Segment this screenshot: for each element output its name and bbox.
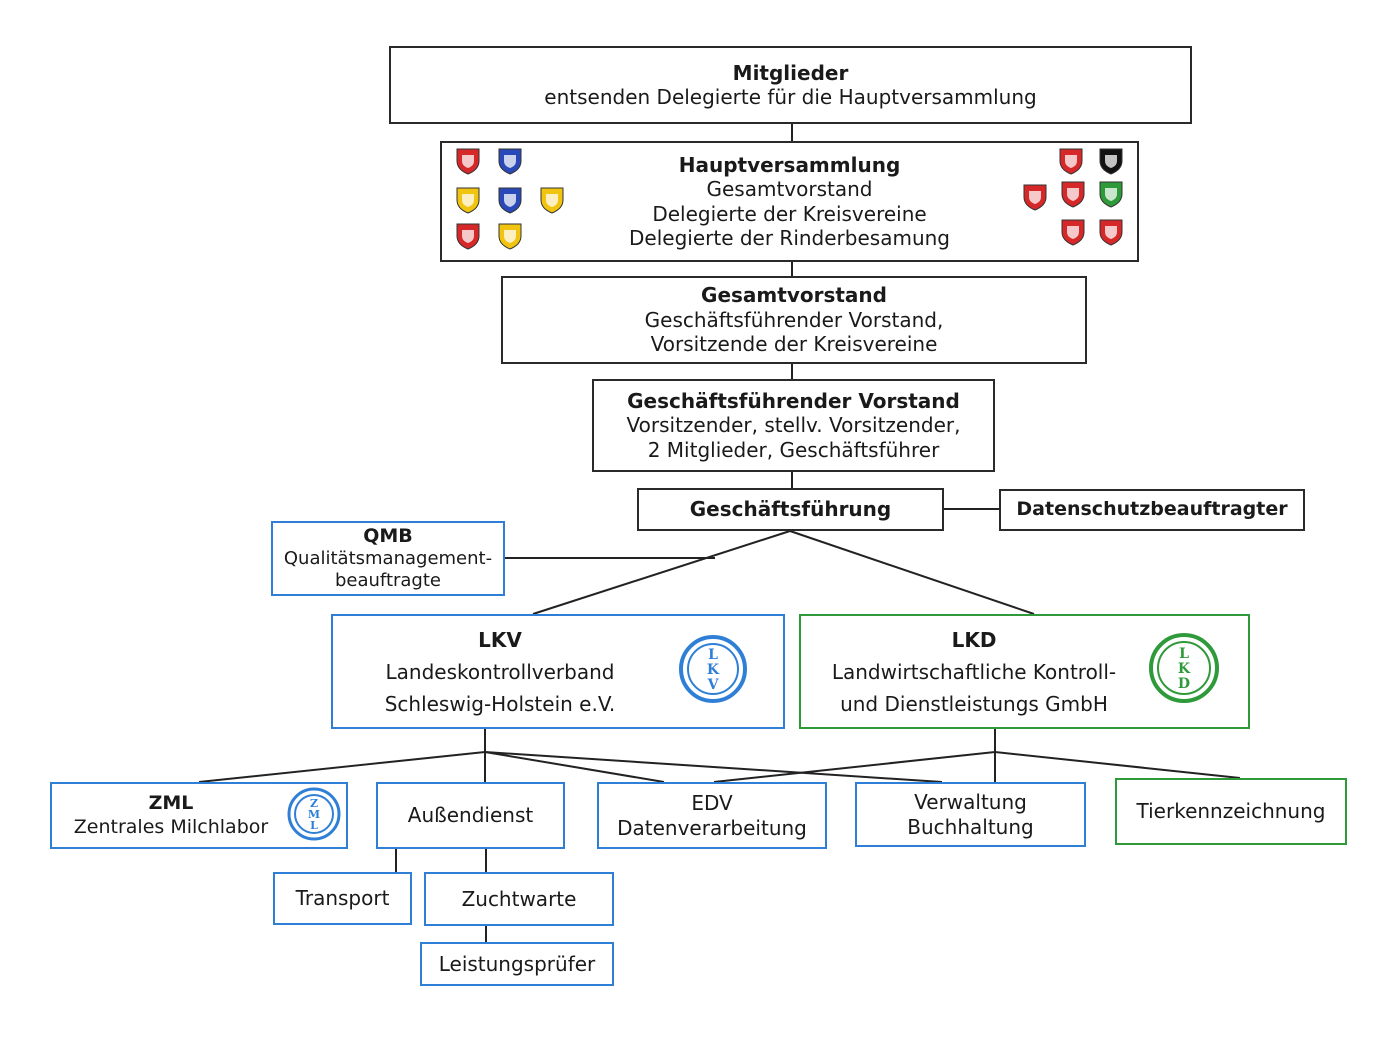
coat-of-arms-icon [1060, 218, 1086, 246]
mitglieder-box: Mitglieder entsenden Delegierte für die … [389, 46, 1192, 124]
coat-of-arms-icon [539, 186, 565, 214]
lkv-box: LKV Landeskontrollverband Schleswig-Hols… [331, 614, 785, 729]
zml-line: Zentrales Milchlabor [73, 815, 269, 838]
hauptversammlung-line: Delegierte der Rinderbesamung [629, 225, 950, 250]
lkd-line: und Dienstleistungs GmbH [840, 691, 1108, 716]
lkd-title: LKD [951, 627, 997, 652]
mitglieder-subtitle: entsenden Delegierte für die Hauptversam… [544, 85, 1037, 109]
lkd-logo-letter: D [1178, 676, 1190, 692]
gf-vorstand-box: Geschäftsführender Vorstand Vorsitzender… [592, 379, 995, 472]
lkv-line: Schleswig-Holstein e.V. [384, 691, 616, 716]
connector-line [484, 751, 665, 783]
qmb-line: beauftragte [334, 570, 441, 592]
qmb-title: QMB [363, 524, 413, 547]
verwaltung-title: Verwaltung [914, 790, 1027, 815]
datenschutz-title: Datenschutzbeauftragter [1016, 498, 1288, 521]
aussendienst-title: Außendienst [407, 803, 534, 828]
connector-line [198, 751, 486, 783]
zml-title: ZML [148, 792, 194, 815]
coat-of-arms-icon [455, 186, 481, 214]
coat-of-arms-icon [1060, 180, 1086, 208]
coat-of-arms-icon [1058, 147, 1084, 175]
coat-of-arms-icon [1098, 147, 1124, 175]
connector-line [713, 751, 996, 783]
gesamtvorstand-box: Gesamtvorstand Geschäftsführender Vorsta… [501, 276, 1087, 364]
tierkennzeichnung-title: Tierkennzeichnung [1136, 799, 1326, 824]
hauptversammlung-line: Gesamtvorstand [706, 177, 873, 202]
edv-line: Datenverarbeitung [617, 815, 807, 840]
hauptversammlung-line: Delegierte der Kreisvereine [652, 201, 927, 226]
hauptversammlung-title: Hauptversammlung [678, 152, 901, 177]
zml-logo: Z M L [287, 787, 341, 841]
qmb-line: Qualitätsmanagement- [283, 548, 493, 570]
connector-line [532, 530, 791, 615]
gesamtvorstand-line: Vorsitzende der Kreisvereine [650, 332, 938, 357]
gf-vorstand-line: 2 Mitglieder, Geschäftsführer [647, 437, 940, 462]
lkd-logo-letter: L [1179, 646, 1189, 662]
tierkennzeichnung-box: Tierkennzeichnung [1115, 778, 1347, 845]
zml-logo-letter: Z [310, 797, 318, 810]
lkv-logo: L K V [679, 635, 747, 703]
datenschutz-box: Datenschutzbeauftragter [999, 489, 1305, 531]
coat-of-arms-icon [1098, 180, 1124, 208]
leistungspruefer-box: Leistungsprüfer [420, 942, 614, 986]
edv-title: EDV [691, 791, 733, 816]
coat-of-arms-icon [455, 222, 481, 250]
lkv-title: LKV [478, 627, 522, 652]
coat-of-arms-icon [497, 222, 523, 250]
verwaltung-line: Buchhaltung [907, 814, 1034, 839]
gesamtvorstand-line: Geschäftsführender Vorstand, [644, 307, 944, 332]
transport-box: Transport [273, 872, 412, 925]
connector-line [994, 751, 1241, 779]
coat-of-arms-icon [1098, 218, 1124, 246]
gf-vorstand-title: Geschäftsführender Vorstand [627, 388, 960, 413]
lkv-logo-letter: L [708, 647, 718, 663]
lkd-logo: L K D [1149, 633, 1219, 703]
mitglieder-title: Mitglieder [732, 60, 849, 85]
coat-of-arms-icon [455, 147, 481, 175]
zml-box: ZML Zentrales Milchlabor [50, 782, 348, 849]
lkd-line: Landwirtschaftliche Kontroll- [831, 659, 1117, 684]
geschaeftsfuehrung-box: Geschäftsführung [637, 488, 944, 531]
coat-of-arms-icon [497, 147, 523, 175]
gf-vorstand-line: Vorsitzender, stellv. Vorsitzender, [626, 413, 961, 438]
connector-line [789, 530, 1035, 615]
zml-logo-letter: L [310, 819, 318, 832]
coat-of-arms-icon [497, 186, 523, 214]
zuchtwarte-title: Zuchtwarte [461, 886, 577, 911]
geschaeftsfuehrung-title: Geschäftsführung [689, 497, 892, 522]
zml-logo-letter: M [308, 808, 320, 821]
transport-title: Transport [295, 886, 390, 911]
qmb-box: QMB Qualitätsmanagement- beauftragte [271, 521, 505, 596]
coat-of-arms-icon [1022, 183, 1048, 211]
leistungspruefer-title: Leistungsprüfer [438, 951, 596, 976]
connector-line [484, 751, 943, 783]
zuchtwarte-box: Zuchtwarte [424, 872, 614, 926]
gesamtvorstand-title: Gesamtvorstand [701, 283, 887, 308]
lkv-logo-letter: V [707, 677, 720, 693]
edv-box: EDV Datenverarbeitung [597, 782, 827, 849]
lkd-box: LKD Landwirtschaftliche Kontroll- und Di… [799, 614, 1250, 729]
aussendienst-box: Außendienst [376, 782, 565, 849]
lkv-line: Landeskontrollverband [385, 659, 615, 684]
lkv-logo-letter: K [707, 662, 720, 678]
lkd-logo-letter: K [1178, 661, 1191, 677]
verwaltung-box: Verwaltung Buchhaltung [855, 782, 1086, 847]
